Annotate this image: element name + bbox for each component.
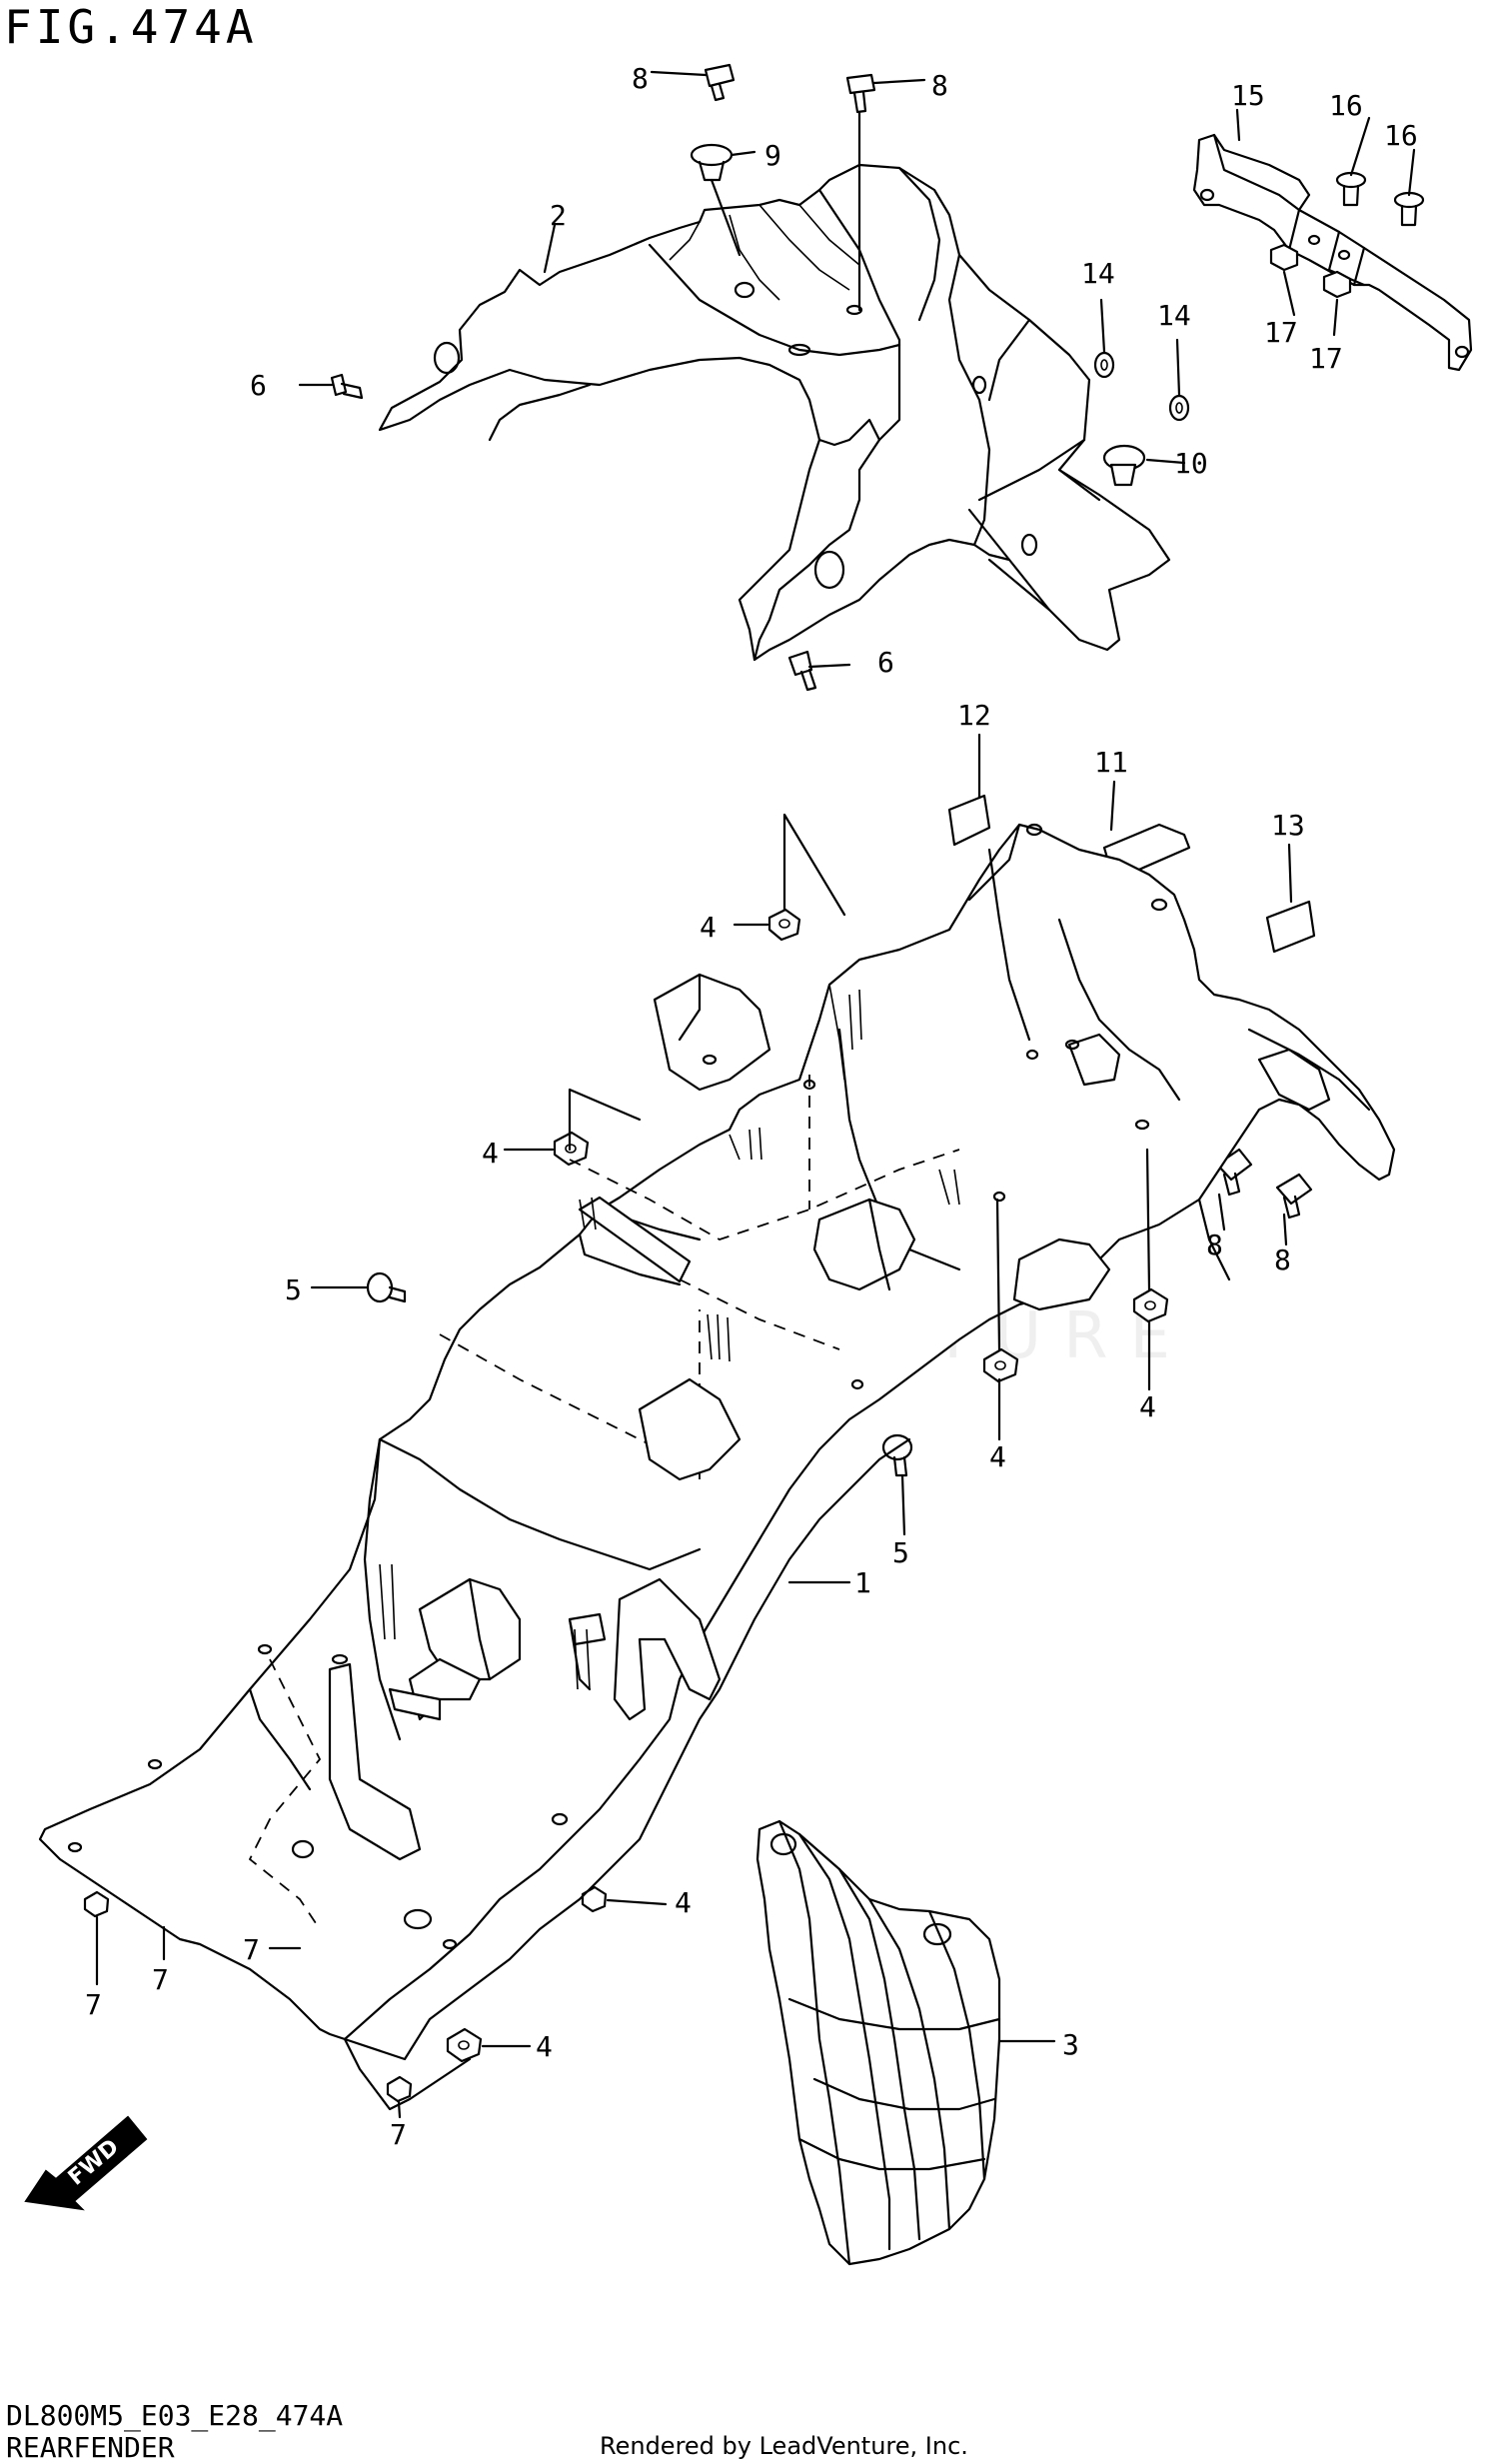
nut-7-icon xyxy=(386,2075,413,2103)
bolt-8-icon xyxy=(704,63,736,102)
diagram-name: REARFENDER xyxy=(6,2431,175,2464)
nut-4-icon xyxy=(1132,1287,1169,1323)
screw-8-icon xyxy=(1275,1173,1313,1220)
callout-4: 7 xyxy=(152,1963,169,1996)
callout-16: 16 xyxy=(1384,119,1418,152)
leader-lines xyxy=(95,70,1416,2119)
nut-4-icon xyxy=(767,908,801,942)
part-15-bracket xyxy=(1192,133,1473,372)
callout-3: 3 xyxy=(1062,2028,1079,2061)
callout-14: 14 xyxy=(1157,299,1191,332)
render-credit: Rendered by LeadVenture, Inc. xyxy=(600,2432,968,2460)
bolt-8-icon xyxy=(845,73,876,114)
callout-12: 12 xyxy=(957,699,991,732)
figure-title: FIG.474A xyxy=(4,0,258,54)
nut-4-icon xyxy=(982,1347,1019,1383)
part-1-rear-fender xyxy=(38,823,1396,2111)
nut-17-icon xyxy=(1322,270,1352,299)
callout-2: 2 xyxy=(550,199,567,232)
screw-6-icon xyxy=(787,650,817,692)
callout-7: 4 xyxy=(675,1886,692,1919)
callout-7: 7 xyxy=(243,1933,260,1966)
callout-11: 11 xyxy=(1094,746,1128,779)
callout-5: 5 xyxy=(285,1273,302,1306)
callouts: 8 8 9 2 6 6 15 16 16 14 14 10 17 17 12 1… xyxy=(85,62,1418,2151)
pad-12-icon xyxy=(947,794,991,847)
callout-4: 4 xyxy=(482,1137,499,1170)
callout-6: 6 xyxy=(877,646,894,679)
callout-9: 9 xyxy=(764,139,781,172)
washer-14-icon xyxy=(1168,394,1190,422)
nut-4-icon xyxy=(446,2027,483,2063)
callout-5: 5 xyxy=(892,1536,909,1569)
fwd-arrow-icon: FWD xyxy=(24,2115,148,2211)
callout-8: 8 xyxy=(632,62,649,95)
callout-4: 4 xyxy=(989,1440,1006,1473)
callout-7: 7 xyxy=(85,1988,102,2021)
callout-1: 1 xyxy=(854,1566,871,1599)
callout-4: 4 xyxy=(1139,1390,1156,1423)
callout-16: 16 xyxy=(1329,89,1363,122)
screw-16-icon xyxy=(1335,171,1367,207)
callout-14: 14 xyxy=(1081,257,1115,290)
part-3-guard xyxy=(755,1819,1001,2266)
pad-13-icon xyxy=(1265,900,1316,954)
callout-13: 13 xyxy=(1271,809,1305,842)
callout-7: 7 xyxy=(390,2118,407,2151)
callout-8: 8 xyxy=(1206,1229,1223,1261)
nut-4-icon xyxy=(553,1131,590,1167)
callout-17: 17 xyxy=(1309,342,1343,375)
clip-5-icon xyxy=(366,1271,407,1303)
clip-9-icon xyxy=(690,143,734,182)
callout-4: 4 xyxy=(700,911,717,944)
diagram-code: DL800M5_E03_E28_474A xyxy=(6,2399,344,2432)
screw-8-icon xyxy=(1215,1148,1253,1197)
callout-8: 8 xyxy=(1274,1243,1291,1276)
callout-8: 8 xyxy=(931,69,948,102)
part-2-upper-fender xyxy=(378,163,1171,662)
screw-16-icon xyxy=(1393,191,1425,227)
washer-14-icon xyxy=(1093,351,1115,379)
nut-17-icon xyxy=(1269,243,1299,272)
callout-6: 6 xyxy=(250,369,267,402)
nut-7-icon xyxy=(83,1890,110,1918)
callout-15: 15 xyxy=(1231,79,1265,112)
screw-6-icon xyxy=(330,373,364,400)
grommet-10-icon xyxy=(1102,444,1146,487)
hardware xyxy=(83,63,1425,2103)
callout-17: 17 xyxy=(1264,316,1298,349)
callout-10: 10 xyxy=(1174,447,1208,480)
callout-4: 4 xyxy=(536,2030,553,2063)
nut-7-icon xyxy=(581,1885,608,1913)
